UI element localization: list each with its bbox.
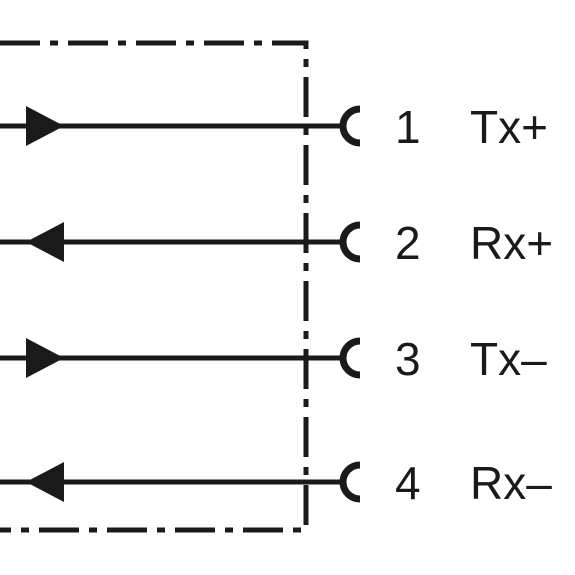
pin-number: 4 bbox=[395, 457, 421, 509]
pin-signal-label: Rx+ bbox=[470, 217, 553, 269]
pin-signal-label: Tx– bbox=[470, 333, 547, 385]
pin-row-3: 3 Tx– bbox=[0, 333, 547, 385]
pin-number: 1 bbox=[395, 101, 421, 153]
arrow-left-icon bbox=[26, 222, 64, 262]
arrow-left-icon bbox=[26, 462, 64, 502]
pin-number: 3 bbox=[395, 333, 421, 385]
socket-contact-icon bbox=[339, 105, 361, 147]
pin-row-2: 2 Rx+ bbox=[0, 217, 553, 269]
pin-row-1: 1 Tx+ bbox=[0, 101, 548, 153]
housing-outline bbox=[0, 40, 309, 533]
arrow-right-icon bbox=[26, 338, 64, 378]
socket-contact-icon bbox=[339, 221, 361, 263]
pin-signal-label: Rx– bbox=[470, 457, 552, 509]
pin-signal-label: Tx+ bbox=[470, 101, 548, 153]
socket-contact-icon bbox=[339, 461, 361, 503]
arrow-right-icon bbox=[26, 106, 64, 146]
pin-row-4: 4 Rx– bbox=[0, 457, 552, 509]
socket-contact-icon bbox=[339, 337, 361, 379]
pin-number: 2 bbox=[395, 217, 421, 269]
